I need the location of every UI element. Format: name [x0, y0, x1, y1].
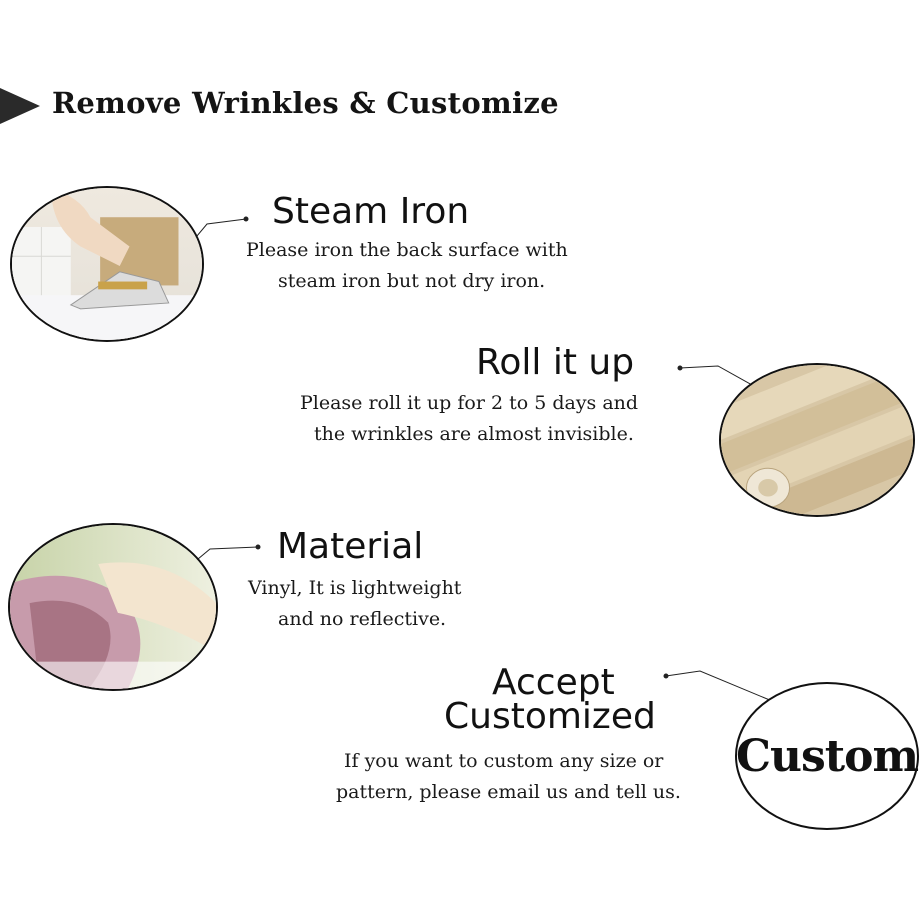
material-photo — [8, 523, 218, 691]
page-title: Remove Wrinkles & Customize — [52, 86, 559, 120]
accept-customized-title-2: Customized — [444, 696, 656, 737]
leader-dot-steam — [243, 216, 249, 222]
accept-customized-desc-2: pattern, please email us and tell us. — [336, 781, 681, 803]
roll-it-up-desc-1: Please roll it up for 2 to 5 days and — [300, 392, 639, 414]
roll-it-up-title: Roll it up — [476, 342, 635, 383]
roll-it-up-desc-2: the wrinkles are almost invisible. — [314, 423, 634, 445]
steam-iron-desc-2: steam iron but not dry iron. — [278, 270, 546, 292]
material-title: Material — [277, 526, 424, 567]
steam-iron-desc-1: Please iron the back surface with — [246, 239, 568, 261]
accept-customized-title-1: Accept — [492, 662, 615, 703]
leader-dot-roll — [677, 365, 683, 371]
custom-badge: Custom — [735, 682, 919, 830]
leader-dot-material — [255, 544, 261, 550]
leader-dot-custom — [663, 673, 669, 679]
steam-iron-photo — [10, 186, 204, 342]
material-desc-2: and no reflective. — [278, 608, 447, 630]
rolled-vinyl-photo — [719, 363, 915, 517]
custom-badge-label: Custom — [736, 730, 919, 782]
steam-iron-title: Steam Iron — [272, 191, 470, 232]
accept-customized-desc-1: If you want to custom any size or — [344, 750, 664, 772]
header-bar: Remove Wrinkles & Customize — [0, 80, 921, 130]
material-desc-1: Vinyl, It is lightweight — [248, 577, 462, 599]
triangle-right-icon — [0, 88, 40, 124]
